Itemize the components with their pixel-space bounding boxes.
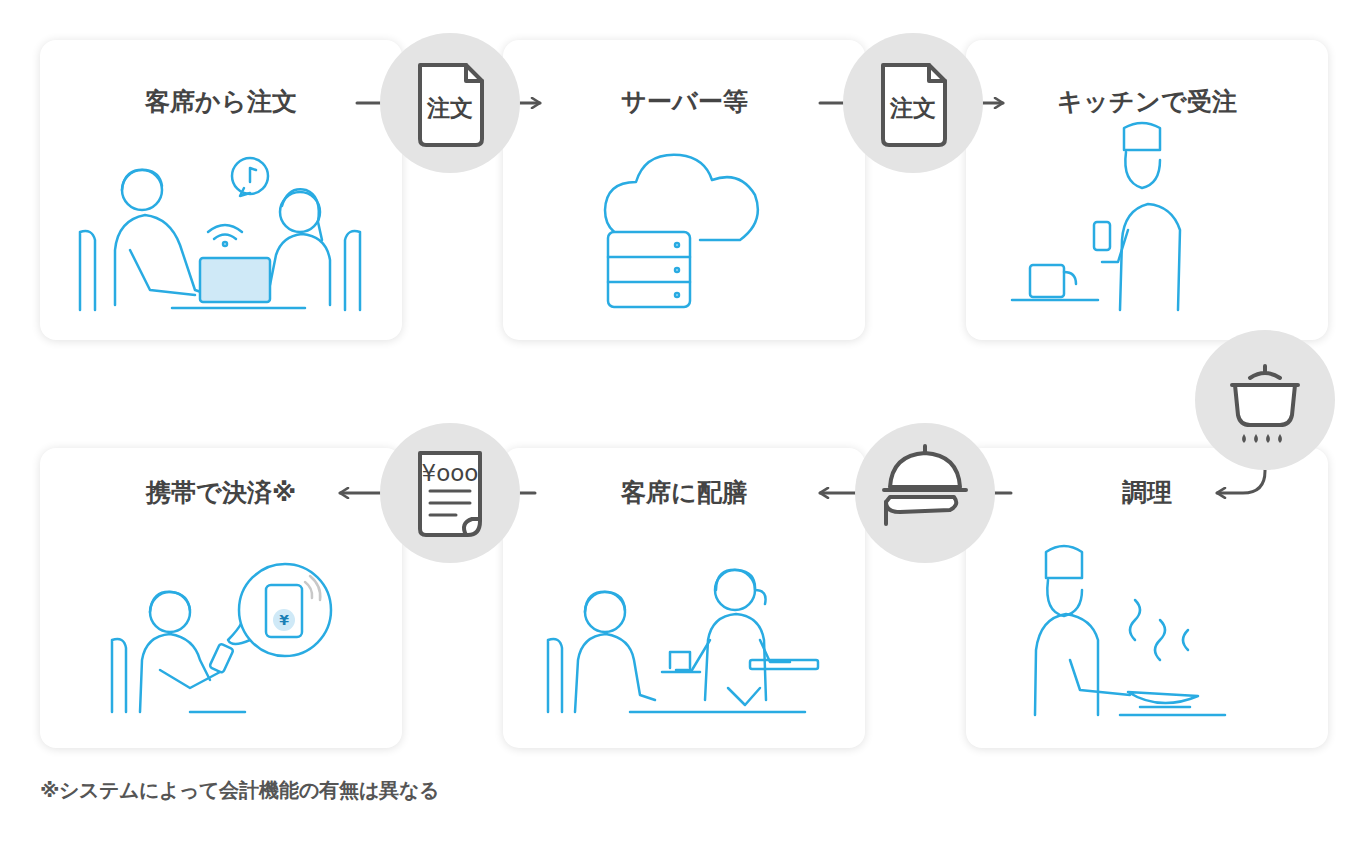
icon-text: 注文	[843, 93, 983, 124]
flow-arrow	[520, 102, 540, 105]
step-title: サーバー等	[503, 87, 865, 117]
footnote: ※システムによって会計機能の有無は異なる	[40, 777, 439, 804]
step-box: サーバー等	[503, 40, 865, 340]
card-ground	[966, 40, 1328, 340]
step-box: 調理	[966, 448, 1328, 748]
receipt-icon	[380, 423, 520, 563]
icon-text: ¥ooo	[380, 460, 520, 486]
step-circle: ¥ooo	[380, 423, 520, 563]
connector-line	[357, 102, 380, 105]
step-circle: 注文	[380, 33, 520, 173]
flow-arrow	[983, 102, 1003, 105]
step-box: 客席から注文	[40, 40, 402, 340]
step-title: 調理	[966, 478, 1328, 508]
step-title: 携帯で決済※	[40, 478, 402, 508]
step-box: キッチンで受注	[966, 40, 1328, 340]
flow-arrow	[340, 492, 380, 495]
step-title: 客席から注文	[40, 87, 402, 117]
step-title: 客席に配膳	[503, 478, 865, 508]
step-box: 客席に配膳	[503, 448, 865, 748]
connector-line	[520, 491, 535, 494]
currency-mark: ¥	[279, 612, 289, 628]
step-title: キッチンで受注	[966, 87, 1328, 117]
connector-line	[820, 102, 843, 105]
icon-text: 注文	[380, 93, 520, 124]
step-box: 携帯で決済※	[40, 448, 402, 748]
step-circle: 注文	[843, 33, 983, 173]
